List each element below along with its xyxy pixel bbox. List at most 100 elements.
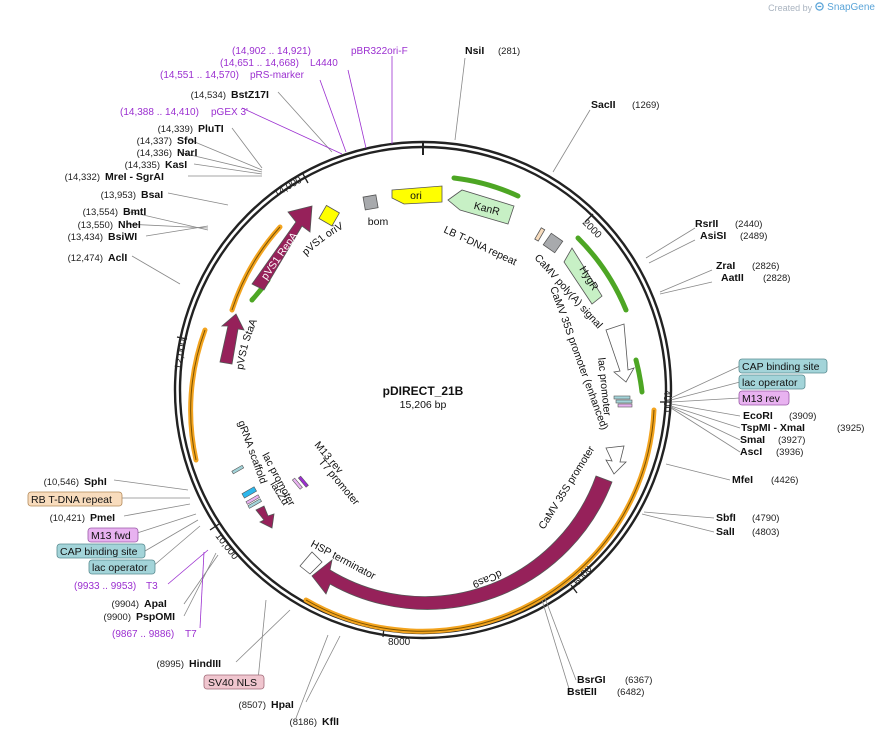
pos-bsiwi: (13,434) [68,232,103,243]
lacz-arrow [255,505,275,529]
orf-arcs-inner [190,226,655,632]
feat-bom: bom [368,216,389,228]
feat-lbtdna: LB T-DNA repeat [442,224,519,268]
pos-aatii: (2828) [763,273,790,284]
pos-hindiii: (8995) [157,659,184,670]
p35s-enh-arrow [605,323,635,383]
plasmid-size: 15,206 bp [400,399,447,411]
pos-nari: (14,336) [137,148,172,159]
pos-bsteii: (6482) [617,687,644,698]
pos-sbfi: (4790) [752,513,779,524]
box-cap-right: CAP binding site [742,361,820,373]
pos-tspmi: (3925) [837,423,864,434]
enz-nari: NarI [177,147,198,159]
primer-labels: (14,902 .. 14,921) pBR322ori-F (14,651 .… [74,46,408,640]
pos-pmei: (10,421) [50,513,85,524]
enz-kasi: KasI [165,159,187,171]
pos-nhei: (13,550) [78,220,113,231]
pos-pluti: (14,339) [158,124,193,135]
tick-8000: 8000 [388,637,411,648]
enz-nsi: NsiI [465,45,484,57]
box-m13fwd: M13 fwd [91,530,131,542]
tick-14000: 14,000 [272,175,304,200]
snapgene-logo-icon [815,2,824,13]
primer-t3: T3 [146,581,158,592]
lac-region-right [613,395,633,408]
primer-lines [167,56,393,629]
enz-bsiwi: BsiWI [108,231,137,243]
pos-kfli: (8186) [290,717,317,728]
pos-bsrgi: (6367) [625,675,652,686]
enz-aatii: AatII [721,272,744,284]
boxed-labels: CAP binding site lac operator M13 rev RB… [27,358,828,690]
lb-tdna-box [534,227,546,242]
pos-sfoi: (14,337) [137,136,172,147]
box-lacop-left: lac operator [92,562,148,574]
enz-hpai: HpaI [271,699,294,711]
enz-kfli: KflI [322,716,339,728]
snapgene-credit: Created by SnapGene [768,2,875,13]
box-m13rev: M13 rev [742,393,781,405]
box-sv40: SV40 NLS [208,677,257,689]
pos-sphi: (10,546) [44,477,79,488]
plasmid-name: pDIRECT_21B [383,384,464,398]
primer-pbr-pos: (14,902 .. 14,921) [232,46,311,57]
enz-sacii: SacII [591,99,616,111]
enz-apai: ApaI [144,598,167,610]
primer-t7-pos: (9867 .. 9886) [112,629,174,640]
lac-region-left [231,464,262,509]
credit-prefix: Created by [768,2,813,13]
enz-zrai: ZraI [716,260,735,272]
kanr-arrow [447,189,515,225]
primer-prs-pos: (14,551 .. 14,570) [160,70,239,81]
enz-hindiii: HindIII [189,658,221,670]
box-lacop-right: lac operator [742,377,798,389]
hsp-term-arrow [299,551,323,575]
pos-zrai: (2826) [752,261,779,272]
pos-sacii: (1269) [632,100,659,111]
primer-l4440-pos: (14,651 .. 14,668) [220,58,299,69]
pos-bsai: (13,953) [101,190,136,201]
pos-hpai: (8507) [239,700,266,711]
enz-asisi: AsiSI [700,230,726,242]
enz-pmei: PmeI [90,512,115,524]
pos-asci: (3936) [776,447,803,458]
bom-box [362,194,379,211]
enzyme-labels-left: (14,534) BstZ17I (14,339) PluTI (14,337)… [44,89,339,728]
pos-mfei: (4426) [771,475,798,486]
enz-sfoi: SfoI [177,135,197,147]
box-cap-left: CAP binding site [60,546,138,558]
pos-apai: (9904) [112,599,139,610]
enz-pluti: PluTI [198,123,224,135]
enz-pspomi: PspOMI [136,611,175,623]
p35s-arrow [605,445,627,475]
enz-sali: SalI [716,526,735,538]
staa-arrow [219,313,245,365]
pos-nsi: (281) [498,46,520,57]
pos-sali: (4803) [752,527,779,538]
primer-pgex-pos: (14,388 .. 14,410) [120,107,199,118]
enzyme-labels-right: NsiI (281) SacII (1269) RsrII (2440) Asi… [465,45,864,698]
primer-pbr: pBR322ori-F [351,46,408,57]
enz-acli: AclI [108,252,127,264]
enz-smai: SmaI [740,434,765,446]
box-rbtdna: RB T-DNA repeat [31,494,112,506]
tick-4000: 4000 [661,390,672,413]
enz-bsai: BsaI [141,189,163,201]
credit-brand: SnapGene [827,2,875,13]
ori-arrow [391,185,443,205]
enz-tspmi: TspMI - XmaI [741,422,805,434]
feat-ori: ori [410,190,422,202]
enz-mrei: MreI - SgrAI [105,171,164,183]
primer-prs: pRS-marker [250,70,305,81]
enz-mfei: MfeI [732,474,753,486]
primer-t3-pos: (9933 .. 9953) [74,581,136,592]
ticks [176,173,670,638]
primer-t7: T7 [185,629,197,640]
enz-asci: AscI [740,446,762,458]
leader-lines [113,57,741,719]
pos-smai: (3927) [778,435,805,446]
feat-repa: pVS1 RepA [259,230,300,282]
enz-nhei: NheI [118,219,141,231]
pos-ecori: (3909) [789,411,816,422]
